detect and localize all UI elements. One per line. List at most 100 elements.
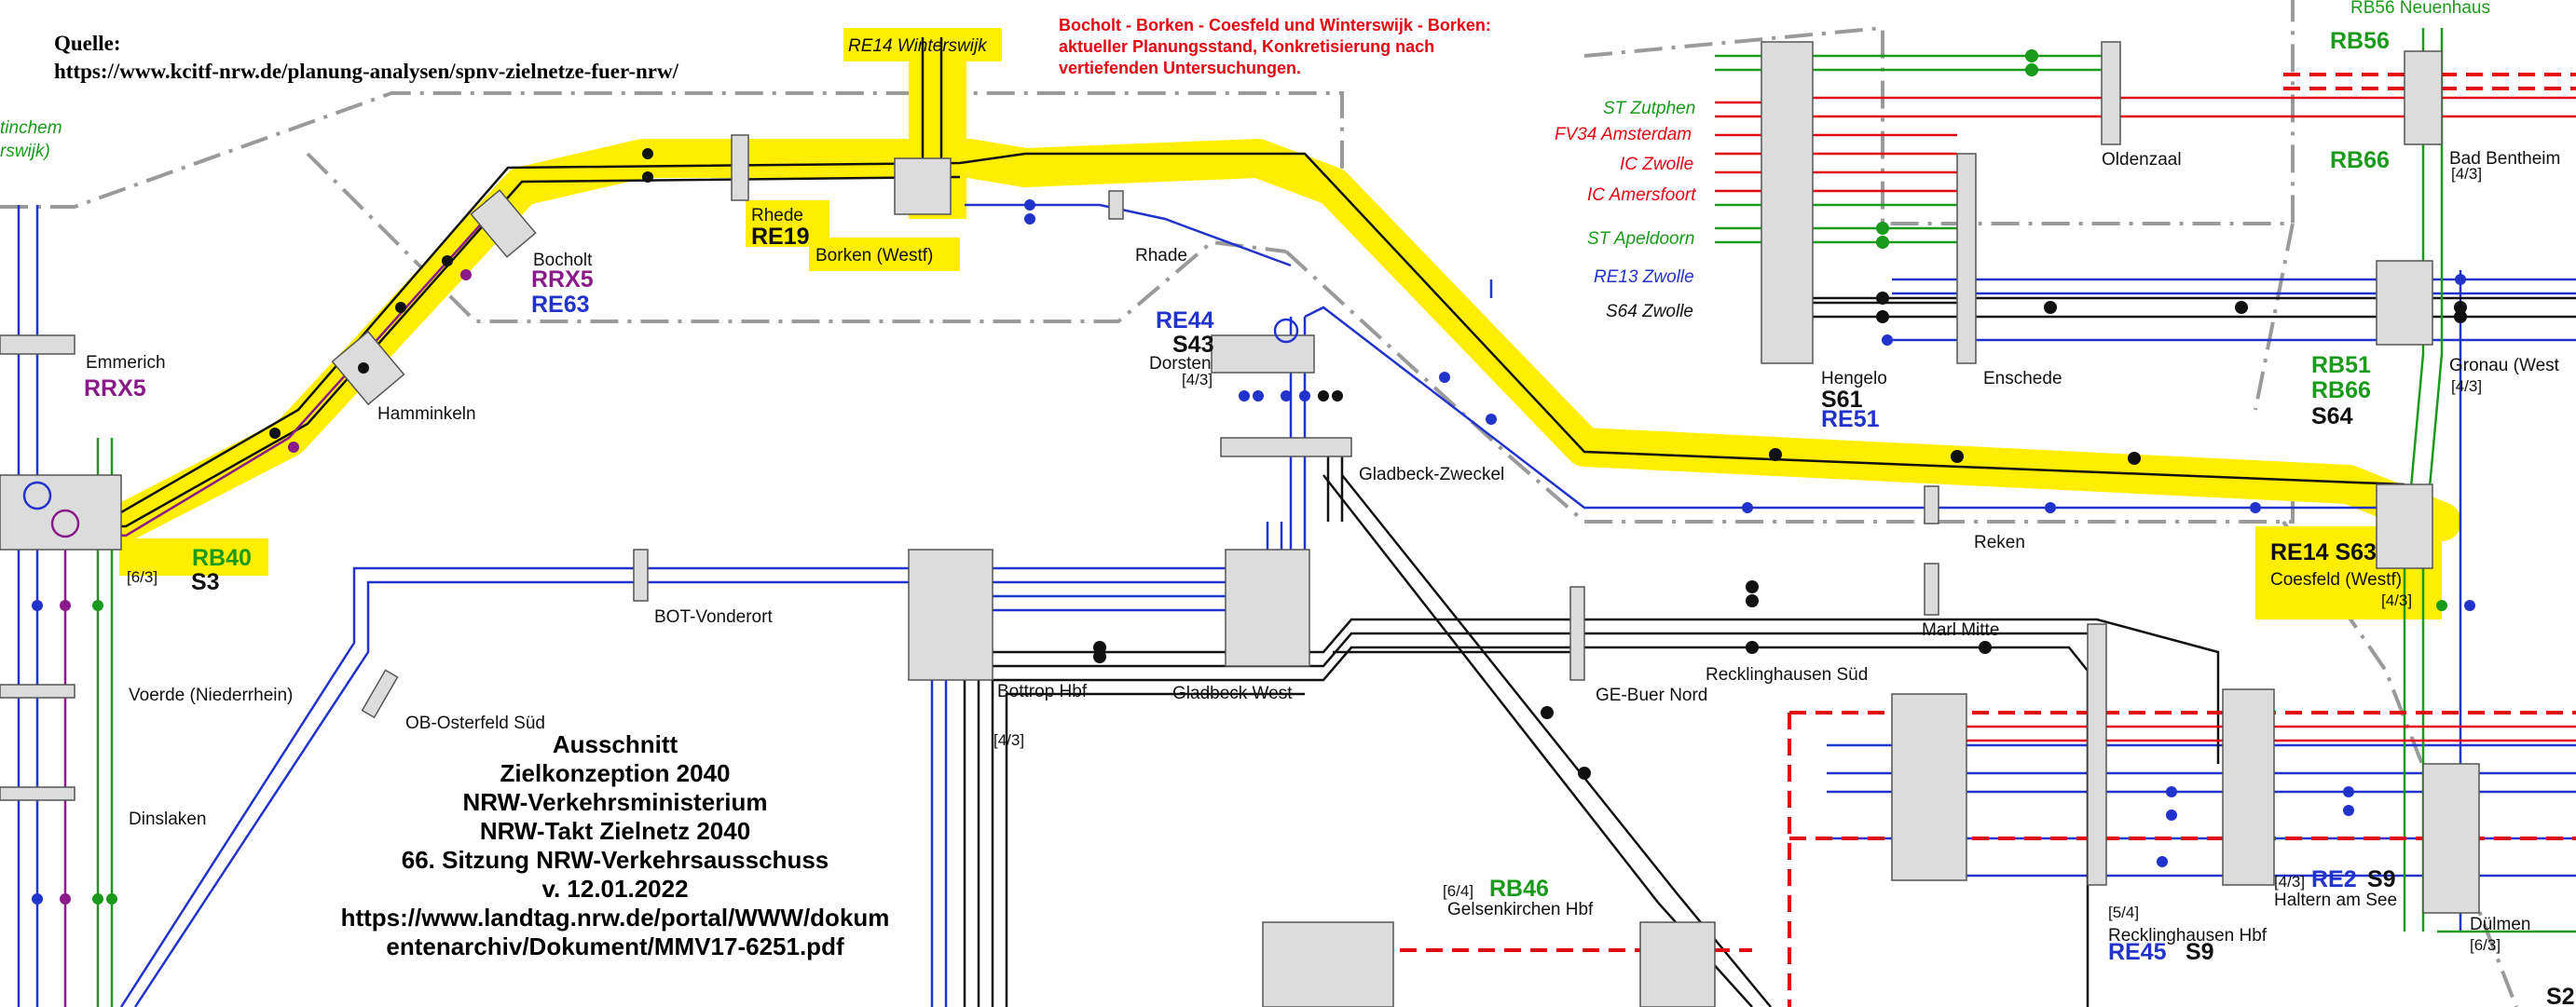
label-bad-bentheim: Bad Bentheim bbox=[2449, 149, 2560, 169]
station-box-ob-osterfeld bbox=[361, 669, 399, 719]
label-gronau: Gronau (West bbox=[2449, 356, 2560, 375]
planning-note: Bocholt - Borken - Coesfeld und Wintersw… bbox=[1059, 15, 1491, 79]
station-box-bocholt bbox=[470, 189, 537, 258]
caption-line-5: 66. Sitzung NRW-Verkehrsausschuss bbox=[401, 846, 829, 874]
station-box-hengelo bbox=[1761, 41, 1814, 364]
tag-bad-bentheim: [4/3] bbox=[2451, 165, 2482, 183]
frequency-tags: [4/3] [6/3] [4/3] [4/3] [4/3] [4/3] [5/4… bbox=[127, 165, 2501, 954]
label-s3: S3 bbox=[191, 569, 220, 595]
label-gladbeck-zweckel: Gladbeck-Zweckel bbox=[1359, 465, 1504, 484]
station-box-enschede bbox=[1956, 153, 1977, 364]
note-line-2: aktueller Planungsstand, Konkretisierung… bbox=[1059, 37, 1435, 56]
label-s9b: S9 bbox=[2185, 939, 2214, 965]
station-box-borken bbox=[894, 157, 952, 215]
label-re2: RE2 bbox=[2311, 866, 2357, 892]
tag-wesel: [6/3] bbox=[127, 568, 158, 586]
caption-line-3: NRW-Verkehrsministerium bbox=[462, 788, 768, 816]
label-re51: RE51 bbox=[1821, 406, 1880, 432]
station-box-reken bbox=[1924, 485, 1939, 524]
station-box-dinslaken bbox=[0, 786, 75, 801]
station-box-gelsenkirchen-2 bbox=[1639, 921, 1716, 1007]
tag-dorsten: [4/3] bbox=[1182, 371, 1213, 388]
tag-gelsenkirchen: [6/4] bbox=[1443, 882, 1473, 900]
station-box-dorsten bbox=[1211, 334, 1315, 374]
label-s64-zwolle: S64 Zwolle bbox=[1606, 302, 1693, 321]
label-s2: S2 bbox=[2546, 984, 2575, 1007]
label-rhede: Rhede bbox=[751, 206, 803, 225]
station-boxes bbox=[0, 41, 2480, 1007]
station-box-rhade bbox=[1108, 190, 1124, 220]
label-winterswijk: RE14 Winterswijk bbox=[848, 36, 988, 56]
lines-green bbox=[96, 28, 2576, 1007]
note-line-1: Bocholt - Borken - Coesfeld und Wintersw… bbox=[1059, 16, 1491, 34]
label-amersfoort: IC Amersfoort bbox=[1587, 185, 1696, 205]
station-box-bot-vonderort bbox=[633, 549, 649, 602]
station-box-bad-bentheim bbox=[2404, 50, 2443, 145]
label-enschede: Enschede bbox=[1983, 369, 2062, 388]
source-url[interactable]: https://www.kcitf-nrw.de/planung-analyse… bbox=[54, 60, 678, 83]
label-gelsenkirchen: Gelsenkirchen Hbf bbox=[1447, 900, 1594, 919]
note-line-3: vertiefenden Untersuchungen. bbox=[1059, 59, 1302, 77]
label-oldenzaal: Oldenzaal bbox=[2102, 150, 2182, 170]
station-box-marl bbox=[1924, 563, 1939, 616]
label-apeldoorn: ST Apeldoorn bbox=[1587, 229, 1694, 249]
station-box-gladbeck-west bbox=[1225, 549, 1310, 667]
caption-line-2: Zielkonzeption 2040 bbox=[500, 759, 731, 787]
station-box-ge-buer bbox=[1569, 586, 1585, 681]
label-re45: RE45 bbox=[2108, 939, 2167, 965]
station-box-dorsten-2 bbox=[1220, 437, 1352, 457]
label-re63: RE63 bbox=[531, 292, 590, 318]
station-box-recklinghausen bbox=[1891, 693, 1967, 881]
label-rb56: RB56 bbox=[2330, 28, 2390, 54]
label-voerde: Voerde (Niederrhein) bbox=[129, 686, 293, 705]
station-box-recklinghausen-2 bbox=[2087, 623, 2107, 886]
label-recklinghausen-sued: Recklinghausen Süd bbox=[1706, 665, 1868, 685]
label-zutphen: ST Zutphen bbox=[1603, 99, 1695, 118]
station-box-rhede bbox=[731, 134, 749, 201]
tag-coesfeld: [4/3] bbox=[2381, 592, 2412, 609]
label-bocholt: Bocholt bbox=[533, 251, 593, 270]
station-box-voerde bbox=[0, 684, 75, 699]
source-label: Quelle: bbox=[54, 32, 121, 55]
label-ge-buer-nord: GE-Buer Nord bbox=[1596, 686, 1707, 705]
station-box-gelsenkirchen bbox=[1262, 921, 1394, 1007]
label-re14-s63: RE14 S63 bbox=[2270, 539, 2377, 565]
label-s64: S64 bbox=[2311, 403, 2353, 429]
label-emmerich-frag2: rswijk) bbox=[0, 142, 50, 161]
label-rb40: RB40 bbox=[192, 545, 252, 571]
caption-line-7[interactable]: https://www.landtag.nrw.de/portal/WWW/do… bbox=[340, 904, 890, 932]
label-rrx5-bocholt: RRX5 bbox=[531, 266, 594, 293]
label-neuenhaus: RB56 Neuenhaus bbox=[2350, 0, 2490, 18]
label-rhade: Rhade bbox=[1135, 246, 1187, 265]
label-s61: S61 bbox=[1821, 387, 1863, 413]
caption-line-1: Ausschnitt bbox=[552, 730, 678, 758]
label-rb66b: RB66 bbox=[2311, 377, 2371, 403]
label-amsterdam: FV34 Amsterdam bbox=[1555, 125, 1692, 144]
label-emmerich: Emmerich bbox=[86, 353, 166, 373]
highlight-borken-label bbox=[809, 238, 960, 271]
station-labels: Emmerich Hamminkeln Bocholt Rhede Borken… bbox=[0, 0, 2560, 946]
station-dots bbox=[22, 49, 2475, 905]
line-labels: RRX5 RRX5 RE63 RE19 RE44 S43 RB40 S3 RE1… bbox=[84, 28, 2575, 1007]
tag-bottrop: [4/3] bbox=[993, 731, 1024, 749]
label-bottrop: Bottrop Hbf bbox=[997, 682, 1088, 701]
caption-line-8[interactable]: entenarchiv/Dokument/MMV17-6251.pdf bbox=[386, 932, 844, 960]
station-box-gronau bbox=[2376, 260, 2433, 346]
map-caption: Ausschnitt Zielkonzeption 2040 NRW-Verke… bbox=[317, 730, 913, 961]
label-re44: RE44 bbox=[1156, 307, 1214, 333]
label-haltern: Haltern am See bbox=[2274, 891, 2397, 910]
caption-line-4: NRW-Takt Zielnetz 2040 bbox=[479, 817, 751, 845]
station-box-emmerich bbox=[0, 334, 75, 355]
tag-haltern: [4/3] bbox=[2274, 873, 2305, 891]
tag-gronau: [4/3] bbox=[2451, 377, 2482, 395]
source-citation: Quelle: https://www.kcitf-nrw.de/planung… bbox=[54, 30, 678, 86]
label-duelmen: Dülmen bbox=[2470, 915, 2530, 934]
label-ob-osterfeld: OB-Osterfeld Süd bbox=[405, 714, 545, 733]
label-recklinghausen-hbf: Recklinghausen Hbf bbox=[2108, 926, 2268, 946]
label-rb66: RB66 bbox=[2330, 147, 2390, 173]
label-marl-mitte: Marl Mitte bbox=[1922, 620, 1999, 640]
station-box-coesfeld bbox=[2376, 483, 2433, 569]
highlight-rb40-label bbox=[119, 538, 268, 576]
label-gladbeck-west: Gladbeck West bbox=[1172, 684, 1293, 703]
